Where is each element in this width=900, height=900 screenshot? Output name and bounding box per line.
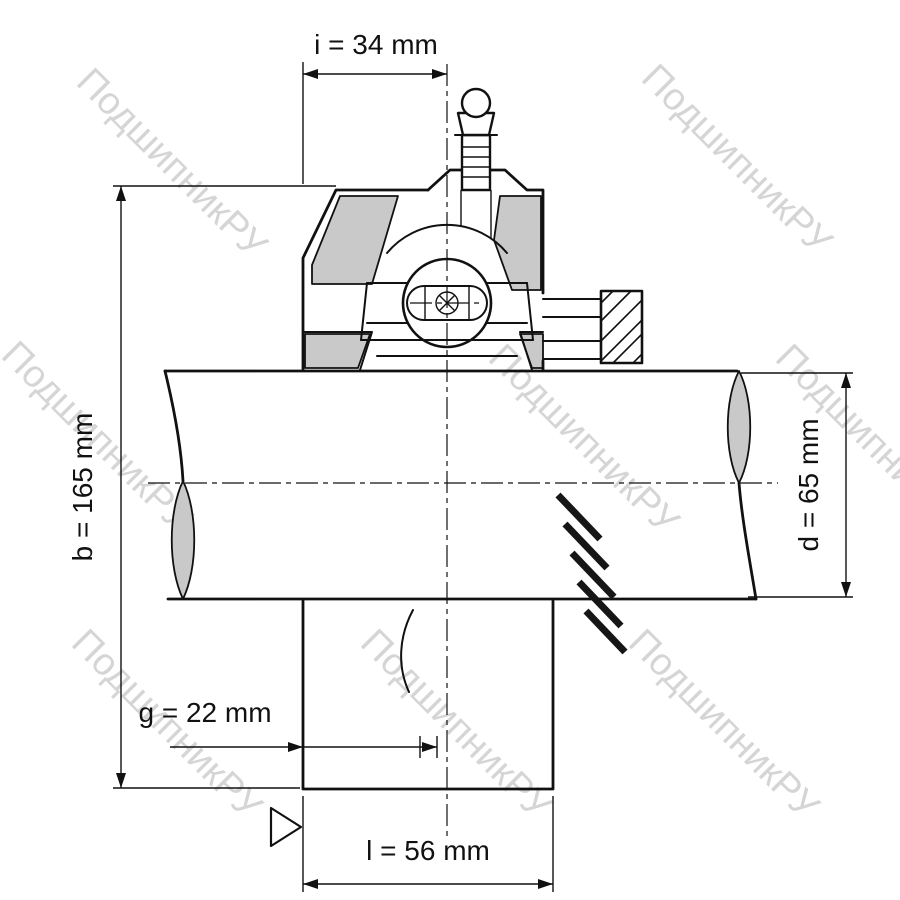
set-screw-lines [542, 298, 602, 360]
grease-fitting-stem [460, 133, 492, 192]
watermark-text: ПодшипникРУ [620, 621, 827, 828]
collar-stripe [583, 608, 628, 655]
datum-triangle-marker [269, 806, 303, 848]
arrowhead [432, 69, 447, 79]
dimension-g: g = 22 mm [138, 697, 438, 758]
dim-l-label: l = 56 mm [366, 835, 490, 866]
watermark-text: ПодшипникРУ [633, 56, 840, 263]
centerlines [148, 64, 778, 836]
housing-section-right [493, 195, 542, 291]
set-screw-block [542, 289, 644, 365]
watermark-text: ПодшипникРУ [68, 60, 275, 267]
dim-g-label: g = 22 mm [138, 697, 271, 728]
seal-slants [360, 282, 534, 341]
housing-section-left [311, 195, 399, 285]
housing-lip-left-lines [302, 331, 373, 371]
arrowhead [841, 582, 851, 597]
bolt-hole-curve [400, 609, 414, 693]
housing-boss-left [426, 168, 464, 192]
watermark-text: ПодшипникРУ [352, 621, 559, 828]
shaft [163, 369, 758, 601]
collar-stripe [562, 521, 610, 571]
dim-d-label: d = 65 mm [793, 418, 824, 551]
shaft-left-end-curve [163, 369, 185, 483]
flange-sleeve [301, 599, 555, 791]
shaft-break-right [726, 370, 752, 484]
sleeve-outline [301, 599, 555, 791]
arrowhead [303, 879, 318, 889]
shaft-right-end-curve [737, 481, 758, 601]
dimension-l: l = 56 mm [302, 796, 554, 892]
grease-fitting-threads [462, 146, 490, 178]
arrowhead [116, 186, 126, 201]
arrowhead [116, 773, 126, 788]
dimension-b: b = 165 mm [67, 185, 336, 789]
dimension-i: i = 34 mm [302, 29, 447, 184]
housing-boss-right [488, 168, 545, 295]
housing-left-outline [301, 188, 430, 372]
shaft-break-left [170, 480, 196, 600]
collar-stripe [555, 492, 603, 542]
housing [301, 168, 545, 372]
arrowhead [422, 742, 437, 752]
arrowhead [841, 373, 851, 388]
locking-collar [555, 492, 628, 655]
race-lines [366, 282, 528, 324]
arrowhead [288, 742, 303, 752]
watermark-text: ПодшипникРУ [480, 336, 687, 543]
grease-hole-lines [460, 190, 492, 238]
dim-i-label: i = 34 mm [314, 29, 438, 60]
hatch-lines [600, 290, 643, 364]
collar-stripe [569, 550, 617, 600]
housing-lip-left [304, 333, 371, 369]
watermarks: ПодшипникРУ ПодшипникРУ ПодшипникРУ Подш… [0, 56, 900, 828]
watermark-text: ПодшипникРУ [767, 336, 900, 543]
arrowhead [303, 69, 318, 79]
arrowhead [538, 879, 553, 889]
watermark-text: ПодшипникРУ [0, 333, 200, 540]
collar-stripe [576, 579, 624, 629]
grease-fitting [454, 87, 498, 192]
dimension-d: d = 65 mm [741, 372, 853, 598]
dim-b-label: b = 165 mm [67, 413, 98, 562]
grease-fitting-dome [460, 87, 492, 119]
